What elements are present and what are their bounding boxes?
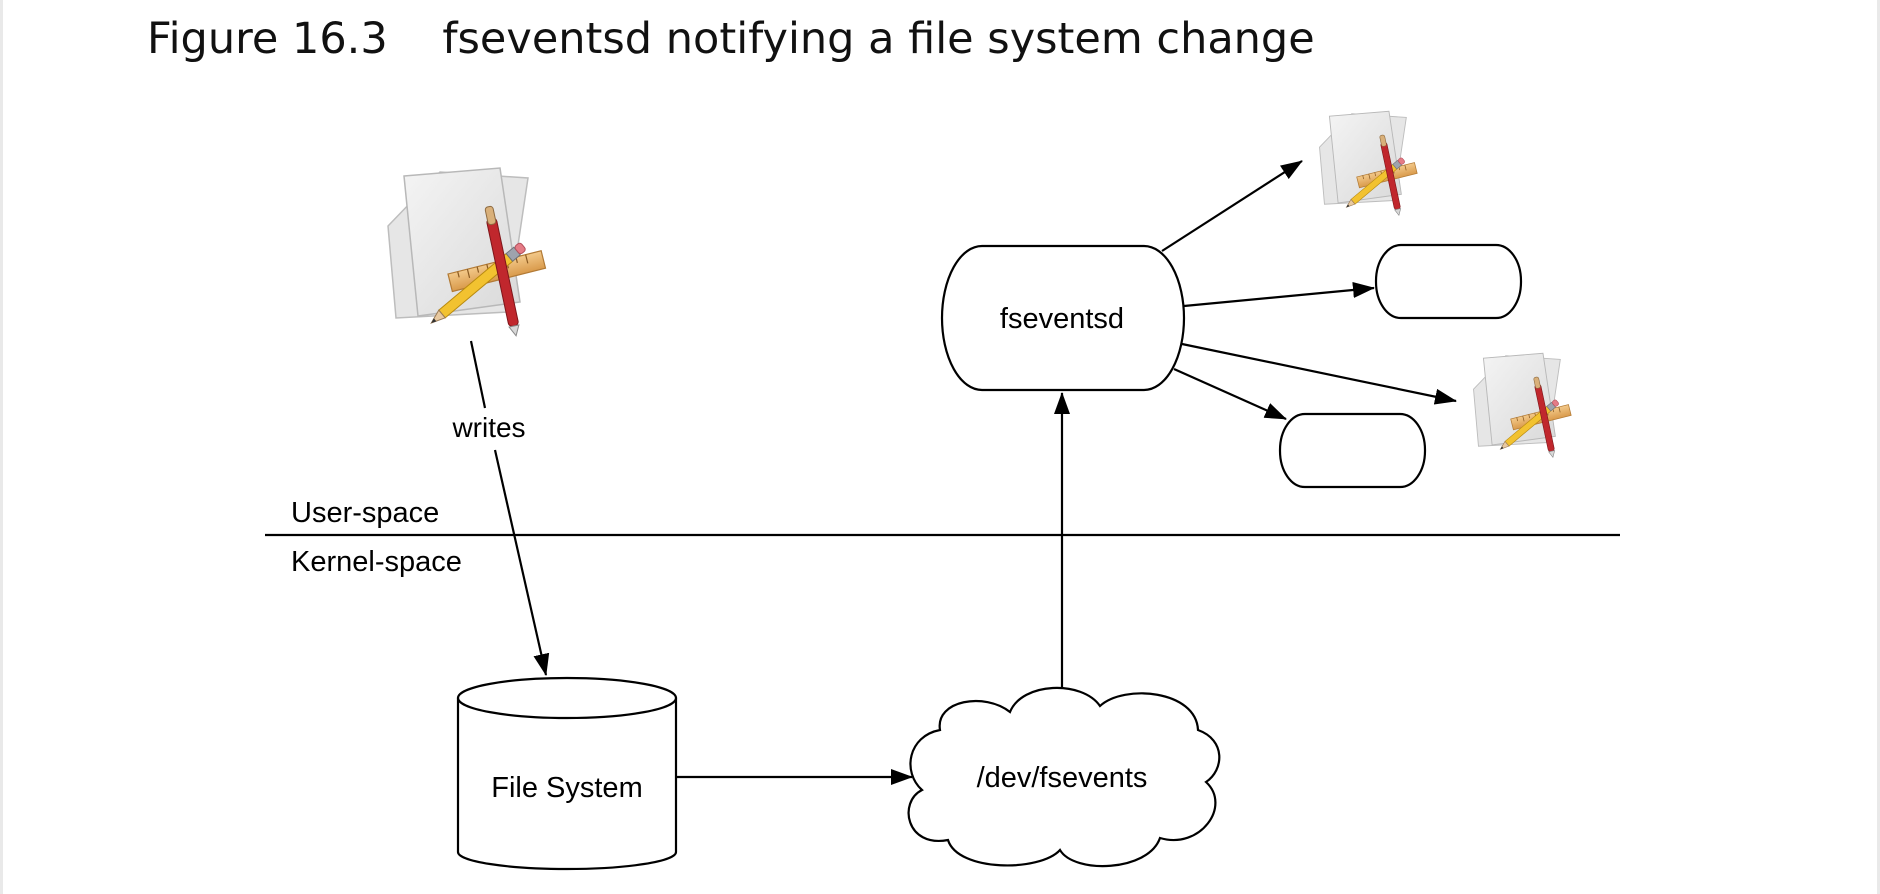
page-border-left	[0, 0, 3, 894]
dev-fsevents-label: /dev/fsevents	[977, 762, 1148, 794]
fanout-arrow	[1183, 282, 1375, 308]
writer-app-icon	[387, 167, 547, 338]
file-system-label: File System	[491, 772, 642, 804]
writes-label: writes	[451, 412, 525, 443]
kernel-space-label: Kernel-space	[291, 546, 462, 578]
fanout-arrow	[1173, 367, 1287, 421]
figure-caption: Figure 16.3 fseventsd notifying a file s…	[147, 14, 1315, 64]
fanout-arrow	[1181, 342, 1457, 405]
fanout-arrow	[1161, 160, 1303, 252]
client-app-icon	[1473, 352, 1572, 459]
client-process-box	[1278, 412, 1427, 489]
fseventsd-process	[940, 244, 1186, 392]
fseventsd-label: fseventsd	[1000, 303, 1124, 335]
figure-number: Figure 16.3	[147, 14, 388, 64]
writes-arrow-upper	[469, 340, 487, 409]
page-border-right	[1877, 0, 1880, 894]
writes-arrow-lower	[493, 449, 550, 676]
client-app-icon	[1319, 110, 1418, 217]
figure-title: fseventsd notifying a file system change	[442, 14, 1315, 64]
dev-fsevents-cloud	[907, 686, 1221, 868]
client-process-box	[1374, 243, 1523, 320]
file-system-cylinder	[456, 676, 678, 871]
user-space-label: User-space	[291, 497, 439, 529]
